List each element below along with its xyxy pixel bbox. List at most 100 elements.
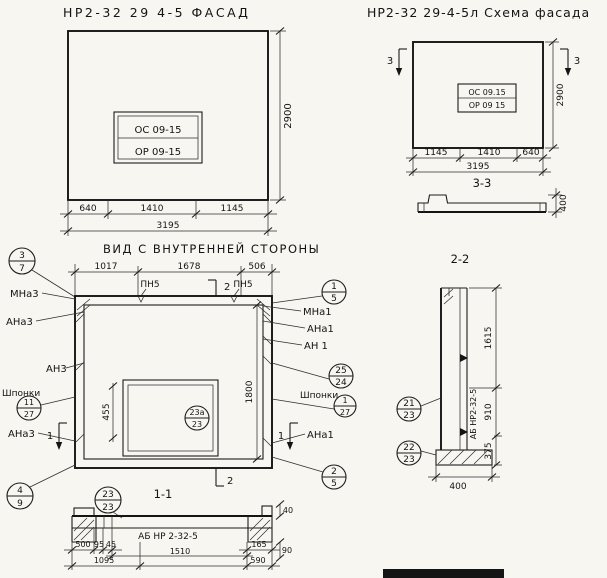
- dim-label: 45: [106, 540, 116, 549]
- callout-22-23: 22 23: [396, 440, 437, 466]
- label-mna3: МНа3: [10, 289, 39, 300]
- inner-view-title: ВИД С ВНУТРЕННЕЙ СТОРОНЫ: [103, 241, 320, 256]
- dim-label: 910: [484, 403, 494, 420]
- pn5-right-label: ПН5: [233, 280, 252, 290]
- callout-11-27: 11 27: [16, 395, 76, 421]
- dim-label: 640: [522, 148, 539, 158]
- section-marker-3-right: 3: [560, 48, 580, 76]
- panel-outline: [74, 295, 273, 469]
- schema-dim-height: 2900: [545, 37, 566, 153]
- callout-4-9: 4 9: [6, 464, 76, 510]
- callout-bottom: 27: [24, 410, 34, 419]
- section-2-2: 2-2 АБ НР2-32-5 21 23: [396, 252, 502, 492]
- window-mark-line1: ОС 09.15: [468, 88, 505, 97]
- section-1-1-title: 1-1: [154, 487, 173, 501]
- facade-view: НР2-32 29 4-5 ФАСАД ОС 09-15 ОР 09-15 29…: [60, 5, 294, 236]
- dim-label: 3195: [157, 221, 180, 231]
- panel-opening: [122, 379, 219, 457]
- dim-label: 1800: [245, 380, 255, 403]
- schema-view: НР2-32 29-4-5л Схема фасада ОС 09.15 ОР …: [367, 5, 589, 177]
- marker-label: 3: [387, 56, 393, 67]
- inner-top-dims: 1017 1678 506: [68, 262, 280, 296]
- dim-400: 400: [428, 465, 500, 492]
- inner-view: ВИД С ВНУТРЕННЕЙ СТОРОНЫ 3 7 1017 1678 5…: [2, 241, 357, 510]
- section-3-3-profile: [417, 194, 547, 213]
- callout-bottom: 5: [331, 479, 337, 489]
- dim-label: 1095: [94, 556, 114, 565]
- label-an3: АН3: [46, 364, 67, 375]
- wall-profile: [435, 287, 493, 466]
- schema-window: ОС 09.15 ОР 09 15: [457, 83, 517, 113]
- callout-top: 1: [331, 282, 337, 292]
- callout-bottom: 23: [403, 455, 414, 465]
- dim-label: 3195: [467, 162, 490, 172]
- schema-panel-outline: [412, 41, 544, 149]
- window-mark-line2: ОР 09-15: [135, 147, 181, 158]
- facade-dim-height: 2900: [270, 26, 294, 205]
- callout-1-27: 1 27: [271, 394, 357, 418]
- label-mna1: МНа1: [303, 307, 332, 318]
- product-mark-label: АБ НР2-32-5: [469, 389, 478, 439]
- dim-label: 165: [251, 540, 266, 549]
- callout-bottom: 24: [335, 378, 347, 388]
- product-mark-label: АБ НР 2-32-5: [138, 532, 198, 542]
- callout-top: 23а: [189, 408, 204, 417]
- section-2-2-dims: 1615 910 375: [469, 283, 502, 470]
- label-ana3-bottom: АНа3: [8, 429, 35, 440]
- dim-label: 1145: [425, 148, 448, 158]
- label-ana3-top: АНа3: [6, 317, 33, 328]
- callout-bottom: 27: [340, 408, 350, 417]
- callout-23-23: 23 23: [94, 486, 123, 519]
- dim-label: 640: [79, 204, 96, 214]
- dim-label: 400: [449, 482, 466, 492]
- dim-1800: 1800: [245, 300, 262, 464]
- section-marker-1-left: 1: [47, 422, 67, 450]
- callout-bottom: 23: [403, 411, 414, 421]
- dim-label: 1510: [170, 547, 190, 556]
- label-shponki-right: Шпонки: [300, 391, 338, 401]
- dim-label: 95: [94, 540, 104, 549]
- dim-label: 1615: [484, 327, 494, 350]
- callout-top: 4: [17, 486, 23, 496]
- marker-label: 1: [278, 431, 284, 442]
- dim-label: 1145: [221, 204, 244, 214]
- marker-label: 1: [47, 431, 53, 442]
- window-mark-line1: ОС 09-15: [134, 125, 181, 136]
- section-1-1-dims: 500 95 45 165 1510 1095 590 90 40: [64, 499, 293, 571]
- section-marker-2-bottom: 2: [215, 468, 233, 487]
- dim-label: 2900: [556, 83, 566, 106]
- label-ana1-top: АНа1: [307, 324, 334, 335]
- schema-dims-bottom: 1145 1410 640 3195: [406, 148, 551, 177]
- dim-label: 40: [283, 506, 293, 515]
- section-3-3-dim: 400: [548, 188, 569, 218]
- callout-top: 23: [102, 490, 113, 500]
- callout-top: 22: [403, 443, 414, 453]
- pn5-left-label: ПН5: [140, 280, 159, 290]
- scan-mark: [383, 569, 504, 578]
- dim-label: 1678: [178, 262, 201, 272]
- dim-label: 375: [484, 442, 494, 459]
- section-2-2-title: 2-2: [451, 252, 470, 266]
- dim-label: 506: [248, 262, 265, 272]
- dim-label: 1410: [141, 204, 164, 214]
- section-3-3-title: 3-3: [473, 176, 492, 190]
- window-mark-line2: ОР 09 15: [469, 101, 506, 110]
- section-1-1: 23 23 1-1 АБ НР 2-32-5: [64, 486, 293, 571]
- callout-25-24: 25 24: [271, 362, 354, 389]
- section-marker-1-right: 1: [278, 422, 298, 450]
- dim-455: 455: [102, 381, 118, 443]
- callout-2-5: 2 5: [271, 456, 347, 490]
- callout-23a-23: 23а 23: [184, 405, 210, 431]
- dim-label: 500: [75, 540, 90, 549]
- callout-bottom: 23: [192, 420, 202, 429]
- section-marker-3-left: 3: [387, 48, 407, 76]
- callout-bottom: 9: [17, 499, 23, 509]
- callout-bottom: 23: [102, 503, 113, 513]
- dim-label: 400: [559, 194, 569, 211]
- facade-panel-outline: [67, 30, 269, 201]
- marker-label: 2: [227, 476, 233, 487]
- callout-21-23: 21 23: [396, 396, 442, 422]
- section-3-3: 3-3 400: [417, 176, 569, 218]
- callout-top: 25: [335, 366, 346, 376]
